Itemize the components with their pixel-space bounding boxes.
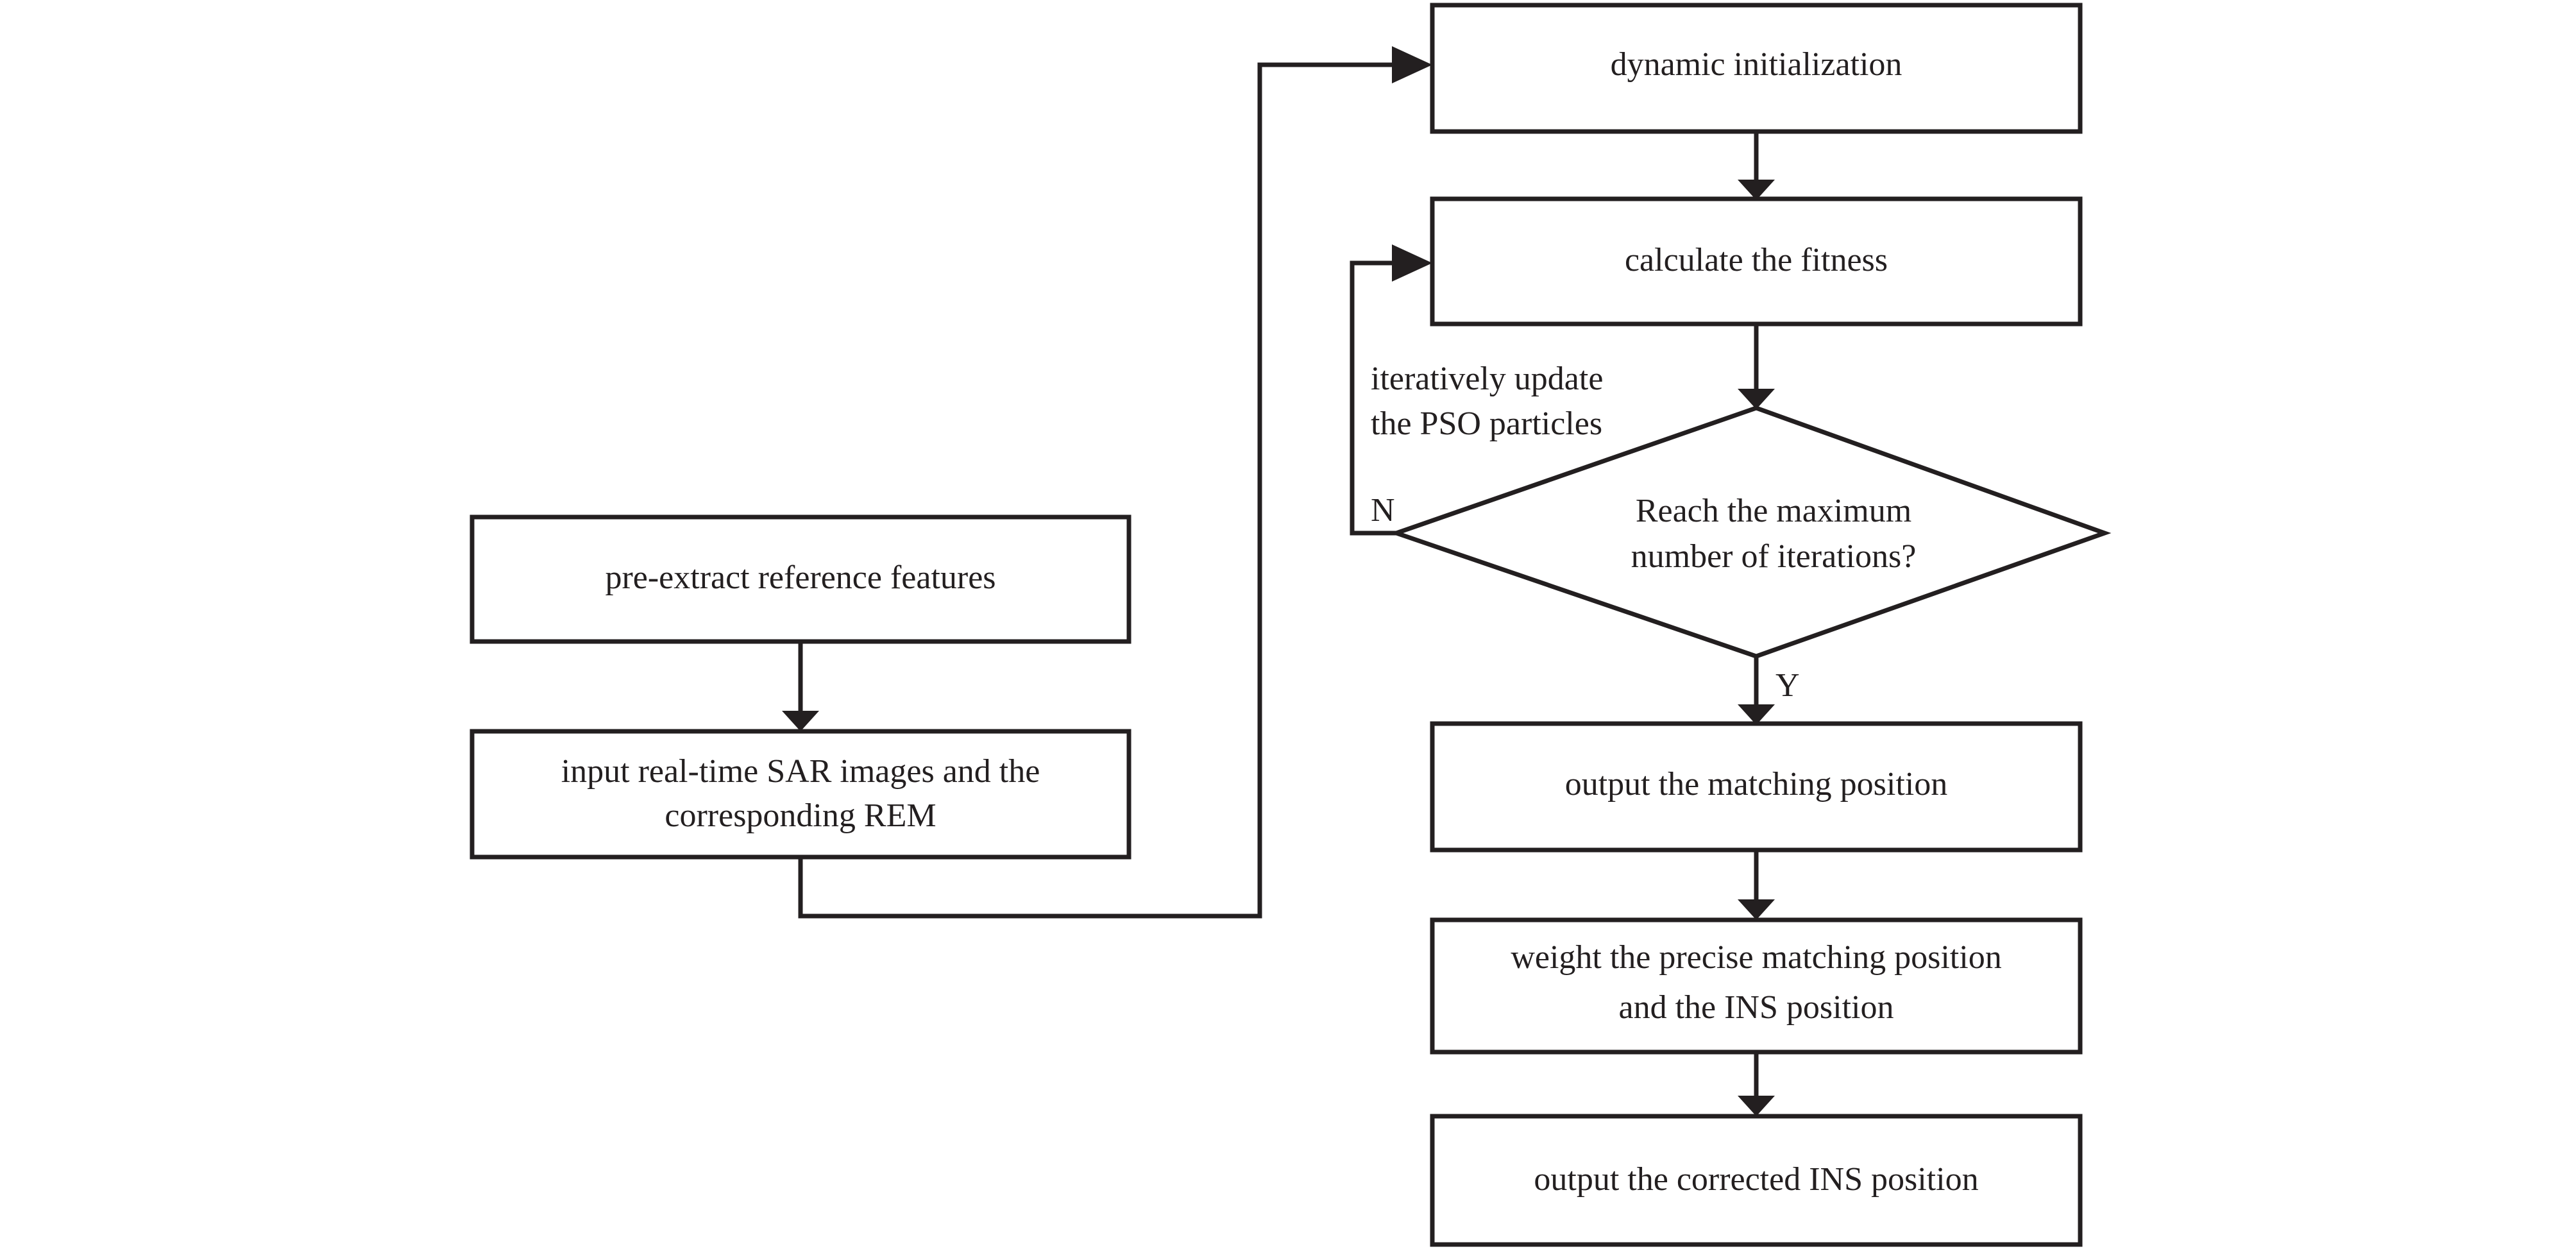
node-weight-position-label-line2: and the INS position	[1619, 989, 1894, 1026]
node-dynamic-init-label: dynamic initialization	[1611, 46, 1902, 83]
node-output-ins-label: output the corrected INS position	[1534, 1161, 1978, 1198]
connector-output-match-to-weight	[1738, 850, 1775, 920]
edge-label-yes-branch: Y	[1775, 667, 1800, 704]
node-input-sar-label-line2: corresponding REM	[665, 797, 936, 834]
node-dynamic-init[interactable]: dynamic initialization	[1430, 3, 2083, 134]
node-pre-extract[interactable]: pre-extract reference features	[470, 514, 1131, 644]
node-input-sar[interactable]: input real-time SAR images and the corre…	[470, 729, 1131, 860]
connector-decision-no-feedback	[1350, 244, 1432, 536]
node-decision-max-iterations[interactable]: Reach the maximum number of iterations?	[1389, 405, 2112, 659]
connector-calc-fitness-to-decision	[1738, 324, 1775, 409]
connector-dynamic-init-to-calc-fitness	[1738, 132, 1775, 200]
connector-pre-extract-to-input	[782, 641, 819, 731]
node-decision-label-line1: Reach the maximum	[1636, 493, 1911, 529]
connector-input-to-dynamic-init	[798, 46, 1432, 919]
connector-decision-yes-to-output-match	[1738, 656, 1775, 725]
node-output-match[interactable]: output the matching position	[1430, 721, 2083, 853]
node-output-match-label: output the matching position	[1565, 766, 1948, 803]
node-weight-position[interactable]: weight the precise matching position and…	[1430, 917, 2083, 1055]
edge-label-feedback-line1: iteratively update	[1371, 361, 1603, 397]
edge-label-feedback-line2: the PSO particles	[1371, 405, 1602, 442]
node-weight-position-label-line1: weight the precise matching position	[1511, 939, 2001, 976]
node-input-sar-label-line1: input real-time SAR images and the	[561, 753, 1040, 790]
edge-label-no-branch: N	[1371, 492, 1395, 529]
node-calc-fitness-label: calculate the fitness	[1625, 242, 1888, 278]
node-output-ins[interactable]: output the corrected INS position	[1430, 1114, 2083, 1247]
connector-weight-to-output-ins	[1738, 1052, 1775, 1116]
node-calc-fitness[interactable]: calculate the fitness	[1430, 196, 2083, 327]
node-pre-extract-label: pre-extract reference features	[605, 559, 996, 596]
node-decision-label-line2: number of iterations?	[1631, 538, 1917, 575]
